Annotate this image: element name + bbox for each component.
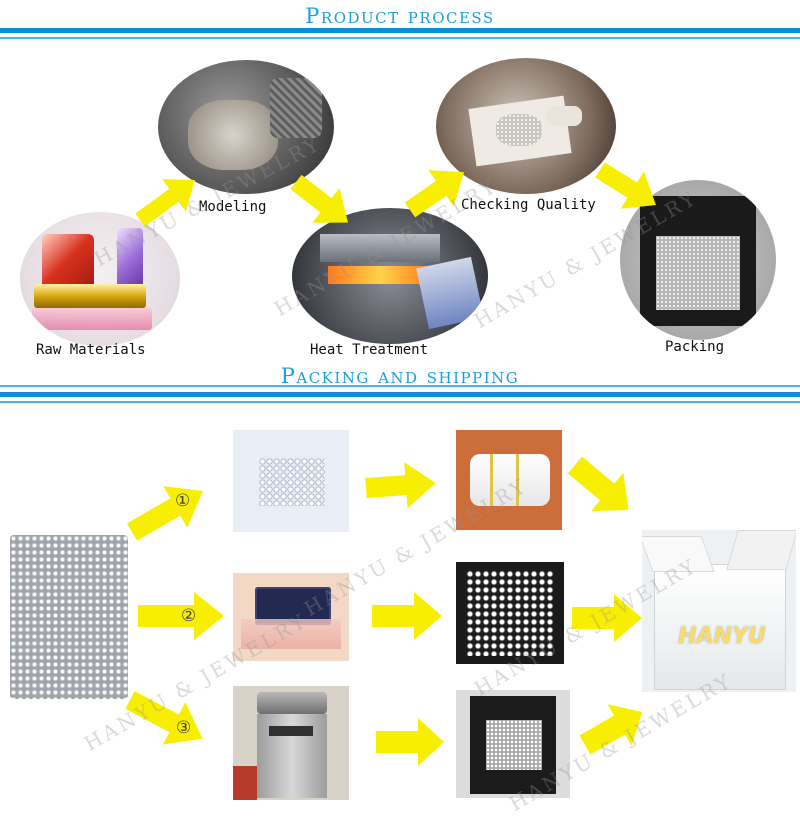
hand-tool xyxy=(546,106,582,126)
yellow-crystal xyxy=(34,284,146,308)
basket-shape xyxy=(270,78,322,138)
raw-materials-photo xyxy=(20,212,180,346)
arrow-bag-to-box xyxy=(579,704,643,755)
arrow-grid-to-rolls xyxy=(365,462,436,509)
arrow-vacuum-to-bag xyxy=(376,718,444,766)
packing-photo xyxy=(620,180,776,340)
machine-lid xyxy=(257,692,327,714)
arrow-tray-to-black-tray xyxy=(372,592,442,640)
label-raw-materials: Raw Materials xyxy=(36,342,146,358)
bag-stones xyxy=(656,236,740,310)
box-body xyxy=(654,564,786,690)
modeling-photo xyxy=(158,60,334,194)
step-number-1: ① xyxy=(175,491,191,511)
label-heat-treatment: Heat Treatment xyxy=(310,342,429,358)
label-packing: Packing xyxy=(665,339,725,355)
label-modeling: Modeling xyxy=(199,199,267,215)
header-band-thin xyxy=(0,37,800,39)
arrow-stones-to-vacuum xyxy=(125,691,203,745)
step-number-2: ② xyxy=(181,606,197,626)
label-checking-quality: Checking Quality xyxy=(461,197,596,213)
section2-band xyxy=(0,392,800,397)
section2-band-thin-top xyxy=(0,385,800,387)
red-cart xyxy=(233,766,257,800)
arrow-stones-to-tray xyxy=(138,592,224,640)
section-title-product-process: Product process xyxy=(305,4,495,28)
stones-pile xyxy=(496,114,542,146)
checking-quality-photo xyxy=(436,58,616,194)
loose-stones-photo xyxy=(10,535,128,699)
hanyu-logo: HANYU xyxy=(678,624,766,649)
arrow-stones-to-grid xyxy=(127,486,204,541)
section-title-packing-shipping: Packing and shipping xyxy=(280,364,520,388)
wrapped-rolls-photo xyxy=(456,430,562,530)
step-number-3: ③ xyxy=(176,718,192,738)
stones-grid xyxy=(259,458,325,506)
pink-crystal xyxy=(32,308,152,330)
machine-top xyxy=(320,234,440,262)
tray-stones xyxy=(466,570,554,656)
section2-band-thin xyxy=(0,401,800,403)
shipping-box-photo: HANYU xyxy=(642,530,796,692)
box-tray-photo xyxy=(233,573,349,661)
header-band xyxy=(0,28,800,33)
heat-treatment-photo xyxy=(292,208,488,344)
black-bag-photo xyxy=(456,690,570,798)
navy-tray xyxy=(255,587,331,625)
arrow-blacktray-to-box xyxy=(572,594,642,642)
stones-grid-photo xyxy=(233,430,349,532)
pink-case xyxy=(241,619,341,649)
black-tray-photo xyxy=(456,562,564,664)
control-panel xyxy=(269,726,313,736)
heater-glow xyxy=(328,266,432,284)
arrow-rolls-to-box xyxy=(567,456,629,512)
hands-shape xyxy=(188,100,278,170)
band-1 xyxy=(490,454,493,506)
purple-crystal xyxy=(117,228,143,292)
bag-stones-2 xyxy=(486,720,542,770)
band-2 xyxy=(516,454,519,506)
white-rolls xyxy=(470,454,550,506)
vacuum-machine-photo xyxy=(233,686,349,800)
